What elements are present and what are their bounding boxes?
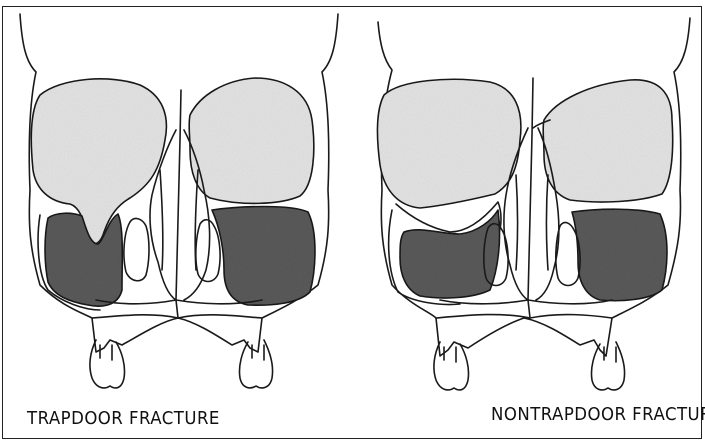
nontrapdoor-panel	[377, 18, 690, 390]
turbinate-left-a	[124, 219, 149, 281]
sinus-left-a	[45, 213, 122, 306]
tooth-right-a	[239, 340, 272, 388]
nasal-septum-right	[528, 78, 533, 318]
turbinate-right-a	[196, 220, 220, 282]
sinus-right-a	[212, 207, 315, 306]
orbit-right-a	[189, 78, 314, 203]
orbit-right-b	[543, 80, 673, 202]
nasal-septum-left	[176, 90, 181, 318]
orbit-left-b	[377, 79, 521, 208]
sinus-right-b	[572, 209, 667, 300]
trapdoor-caption: TRAPDOOR FRACTURE	[27, 408, 220, 429]
tooth-right-b	[591, 342, 624, 390]
nontrapdoor-caption: NONTRAPDOOR FRACTURE	[491, 404, 705, 425]
trapdoor-panel	[20, 14, 338, 388]
